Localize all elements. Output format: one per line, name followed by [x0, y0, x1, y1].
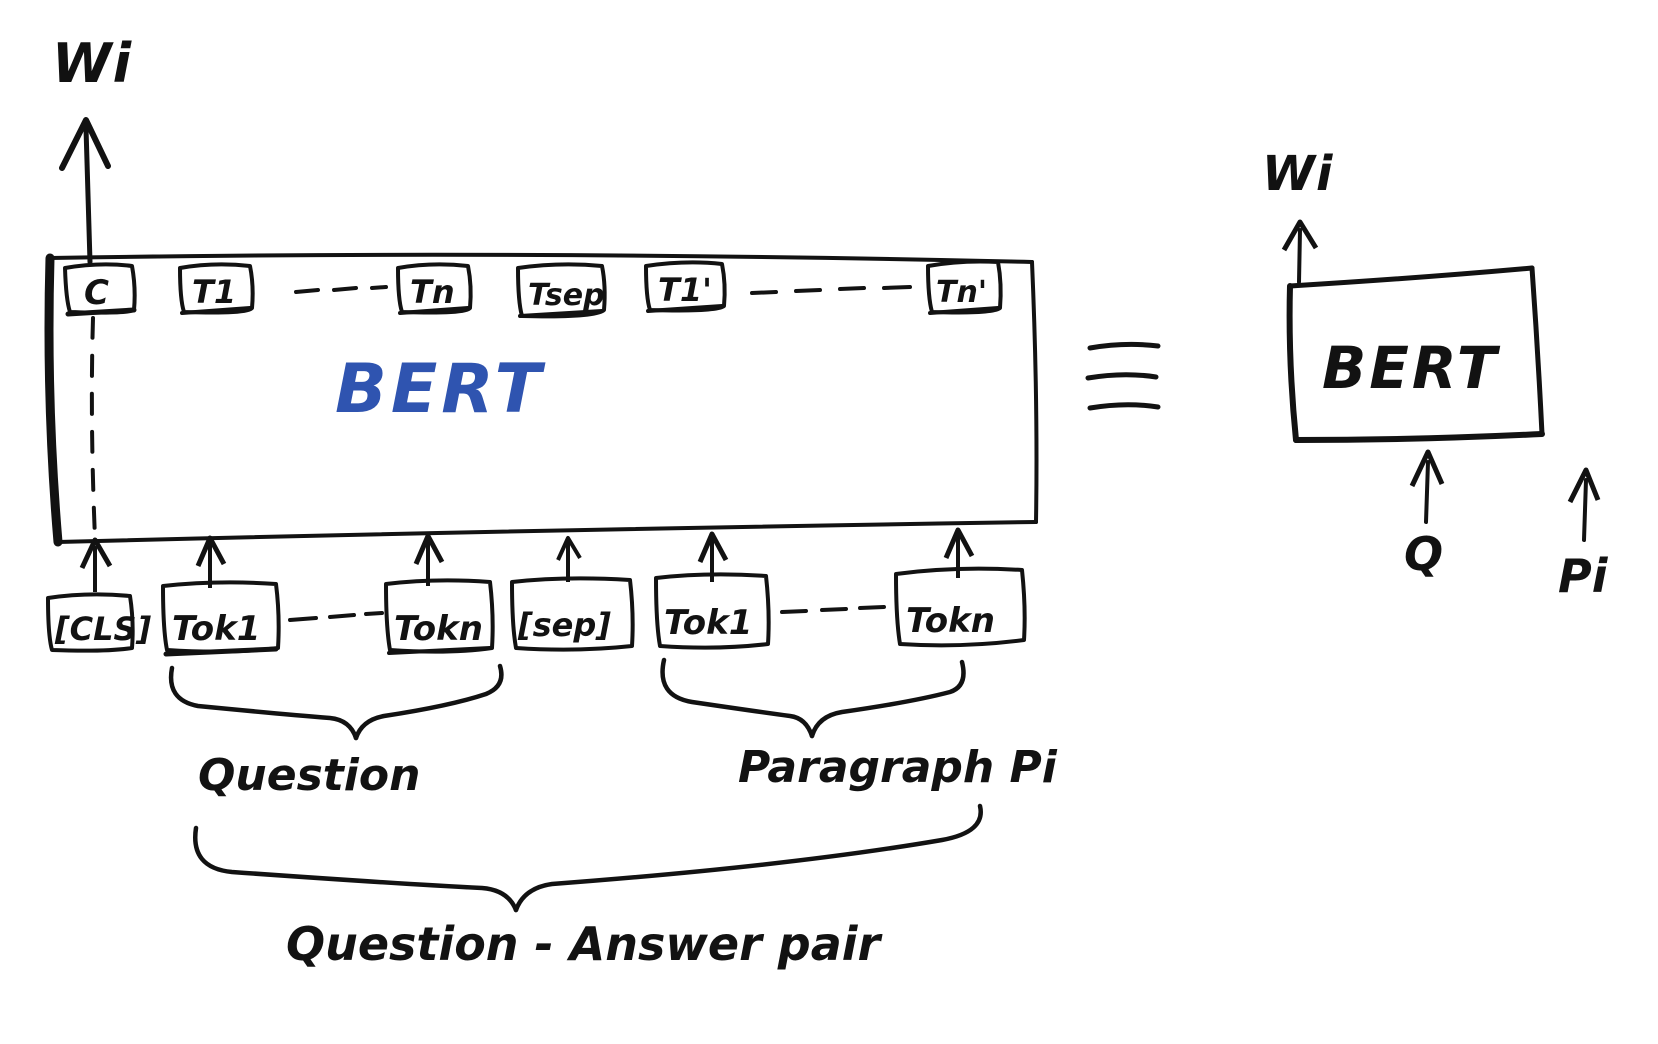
right-input-arrow-pi — [1567, 467, 1601, 542]
left-input-token-tok1-p: Tok1 — [654, 572, 771, 650]
right-input-label-q: Q — [1404, 527, 1443, 581]
left-input-ellipsis-4 — [780, 605, 886, 614]
equivalence-symbol — [1085, 341, 1161, 411]
left-input-token-tok1-q-label: Tok1 — [172, 609, 260, 649]
brace-question — [168, 663, 504, 741]
left-input-arrows — [79, 527, 975, 592]
left-input-token-sep-label: [sep] — [517, 606, 611, 644]
left-output-token-tn-label: Tn — [410, 273, 455, 311]
left-input-token-tokn-q-label: Tokn — [394, 609, 483, 649]
left-input-token-tokn-p-label: Tokn — [906, 601, 995, 641]
right-bert-box — [1286, 265, 1545, 443]
left-input-ellipsis-3 — [288, 611, 384, 622]
right-bert-label: BERT — [1322, 334, 1501, 402]
left-output-token-tsep-label: Tsep — [528, 278, 605, 313]
brace-qa-pair-label: Question - Answer pair — [286, 917, 884, 971]
left-bert-box — [44, 252, 1039, 547]
left-output-token-c: C — [63, 262, 137, 317]
brace-qa-pair — [193, 803, 983, 913]
left-output-arrow — [59, 117, 111, 265]
right-output-arrow — [1281, 219, 1319, 284]
left-output-token-tsep: Tsep — [516, 262, 607, 319]
left-input-token-tok1-p-label: Tok1 — [664, 603, 752, 643]
left-output-token-t1: T1 — [178, 262, 255, 315]
left-input-token-cls: [CLS] — [46, 592, 152, 653]
brace-question-label: Question — [198, 750, 420, 801]
left-output-token-tn-prime-label: Tn' — [936, 275, 987, 310]
left-output-token-tn: Tn — [396, 262, 473, 315]
left-output-ellipsis-1 — [294, 285, 388, 294]
left-input-token-tok1-q: Tok1 — [161, 580, 281, 657]
right-input-arrow-q — [1409, 449, 1445, 524]
left-output-token-tn-prime: Tn' — [926, 259, 1003, 315]
left-input-token-sep: [sep] — [510, 576, 635, 652]
left-output-token-c-label: C — [84, 273, 109, 313]
brace-paragraph-label: Paragraph Pi — [738, 742, 1058, 793]
left-input-token-tokn-q: Tokn — [384, 578, 495, 655]
brace-paragraph — [660, 657, 966, 739]
right-output-label: Wi — [1262, 146, 1333, 202]
left-output-token-t1-label: T1 — [192, 273, 236, 311]
left-output-label: Wi — [52, 32, 133, 95]
left-c-dashed-connector — [89, 316, 97, 540]
left-output-ellipsis-2 — [750, 285, 912, 295]
left-output-token-t1-prime-label: T1' — [658, 271, 712, 309]
left-output-token-t1-prime: T1' — [644, 260, 727, 313]
right-input-label-pi: Pi — [1558, 549, 1609, 603]
left-input-token-cls-label: [CLS] — [54, 610, 152, 648]
left-input-token-tokn-p: Tokn — [894, 566, 1027, 648]
left-bert-label: BERT — [335, 350, 546, 429]
